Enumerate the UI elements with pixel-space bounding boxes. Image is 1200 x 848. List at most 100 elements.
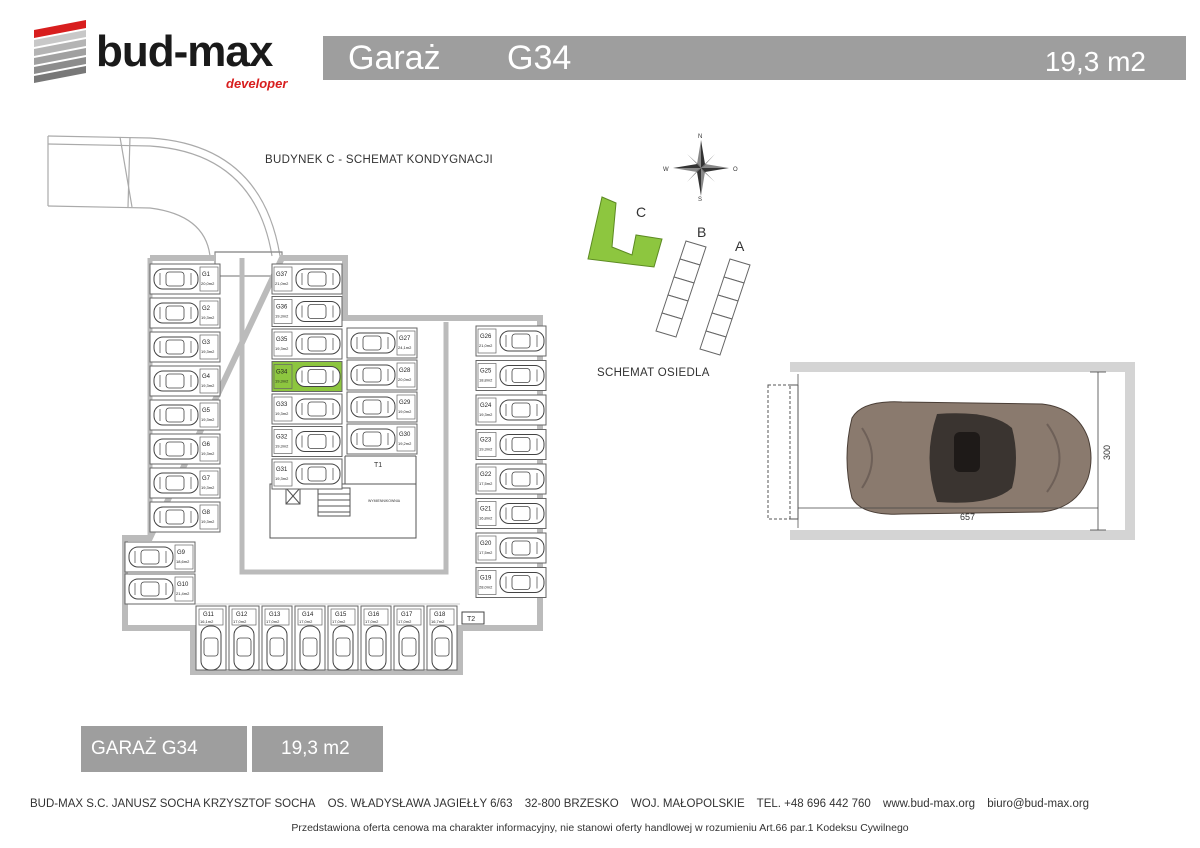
svg-text:G6: G6 (202, 442, 211, 448)
building-b-shape (655, 240, 707, 338)
svg-text:W: W (663, 167, 669, 173)
svg-text:G33: G33 (276, 402, 288, 408)
svg-text:G34: G34 (276, 370, 288, 376)
svg-text:G1: G1 (202, 272, 211, 278)
parking-spot-g1: G1 20,0m2 (149, 263, 221, 295)
svg-text:G2: G2 (202, 306, 211, 312)
svg-text:19,3m2: 19,3m2 (275, 476, 289, 481)
svg-text:21,0m2: 21,0m2 (275, 281, 289, 286)
estate-caption: SCHEMAT OSIEDLA (597, 367, 710, 379)
ramp (47, 135, 283, 277)
svg-text:G26: G26 (480, 334, 492, 340)
title-label: Garaż (348, 39, 441, 77)
svg-text:16,1m2: 16,1m2 (200, 619, 214, 624)
svg-text:G15: G15 (335, 612, 347, 618)
footer-phone: TEL. +48 696 442 760 (756, 798, 871, 810)
svg-text:19,3m2: 19,3m2 (201, 315, 215, 320)
svg-text:17,0m2: 17,0m2 (299, 619, 313, 624)
svg-text:17,0m2: 17,0m2 (233, 619, 247, 624)
footer-region: WOJ. MAŁOPOLSKIE (630, 798, 745, 810)
svg-text:20,0m2: 20,0m2 (201, 281, 215, 286)
svg-text:18,6m2: 18,6m2 (176, 559, 190, 564)
parking-spot-g8: G8 19,3m2 (149, 501, 221, 533)
footer-email-link[interactable]: biuro@bud-max.org (987, 798, 1090, 810)
svg-text:19,3m2: 19,3m2 (479, 412, 493, 417)
svg-text:G3: G3 (202, 340, 211, 346)
parking-spot-g9: G9 18,6m2 (124, 541, 196, 573)
svg-text:N: N (698, 134, 702, 140)
svg-text:G11: G11 (203, 612, 215, 618)
svg-text:19,0m2: 19,0m2 (398, 409, 412, 414)
svg-text:17,5m2: 17,5m2 (479, 550, 493, 555)
svg-text:19,3m2: 19,3m2 (275, 314, 289, 319)
dim-width: 657 (960, 512, 975, 522)
title-bar (323, 36, 1186, 80)
svg-text:17,0m2: 17,0m2 (398, 619, 412, 624)
parking-spot-g2: G2 19,3m2 (149, 297, 221, 329)
svg-text:21,4m2: 21,4m2 (176, 591, 190, 596)
garage-detail: 657 300 (767, 362, 1135, 540)
building-label-a: A (735, 238, 745, 254)
building-label-b: B (697, 224, 707, 240)
svg-text:G5: G5 (202, 408, 211, 414)
svg-text:19,3m2: 19,3m2 (201, 451, 215, 456)
building-a-shape (699, 258, 751, 356)
summary-code: GARAŻ G34 (91, 738, 198, 759)
svg-text:G18: G18 (434, 612, 446, 618)
parking-spot-g24: G24 19,3m2 (475, 394, 547, 426)
svg-text:G8: G8 (202, 510, 211, 516)
svg-text:24,1m2: 24,1m2 (398, 345, 412, 350)
brand-name: bud-max (96, 27, 273, 76)
svg-text:G13: G13 (269, 612, 281, 618)
svg-text:G35: G35 (276, 337, 288, 343)
building-label-c: C (636, 204, 647, 220)
footer-postal: 32-800 BRZESKO (524, 798, 619, 810)
svg-text:G9: G9 (177, 550, 186, 556)
parking-spot-g27: G27 24,1m2 (346, 327, 418, 359)
svg-text:S: S (698, 197, 702, 202)
svg-text:18,8m2: 18,8m2 (479, 378, 493, 383)
footer-web-link[interactable]: www.bud-max.org (883, 798, 976, 810)
parking-spot-g35: G35 19,3m2 (271, 328, 343, 360)
svg-text:16,7m2: 16,7m2 (431, 619, 445, 624)
svg-text:19,3m2: 19,3m2 (201, 417, 215, 422)
svg-text:G17: G17 (401, 612, 413, 618)
svg-text:G21: G21 (480, 507, 492, 513)
svg-text:19,3m2: 19,3m2 (479, 447, 493, 452)
svg-text:G12: G12 (236, 612, 248, 618)
svg-text:G27: G27 (399, 336, 411, 342)
parking-spot-g6: G6 19,3m2 (149, 433, 221, 465)
svg-text:G19: G19 (480, 576, 492, 582)
dim-depth: 300 (1102, 445, 1112, 460)
svg-text:17,5m2: 17,5m2 (479, 481, 493, 486)
outer-walls (122, 255, 543, 675)
svg-text:19,3m2: 19,3m2 (201, 519, 215, 524)
svg-text:G24: G24 (480, 403, 492, 409)
plan-caption: BUDYNEK C - SCHEMAT KONDYGNACJI (265, 154, 494, 166)
svg-text:19,3m2: 19,3m2 (275, 346, 289, 351)
footer-contact: BUD-MAX S.C. JANUSZ SOCHA KRZYSZTOF SOCH… (30, 798, 1170, 810)
svg-text:G16: G16 (368, 612, 380, 618)
logo-mark-icon (34, 20, 86, 83)
svg-text:G28: G28 (399, 368, 411, 374)
svg-text:G7: G7 (202, 476, 211, 482)
svg-text:19,3m2: 19,3m2 (275, 444, 289, 449)
